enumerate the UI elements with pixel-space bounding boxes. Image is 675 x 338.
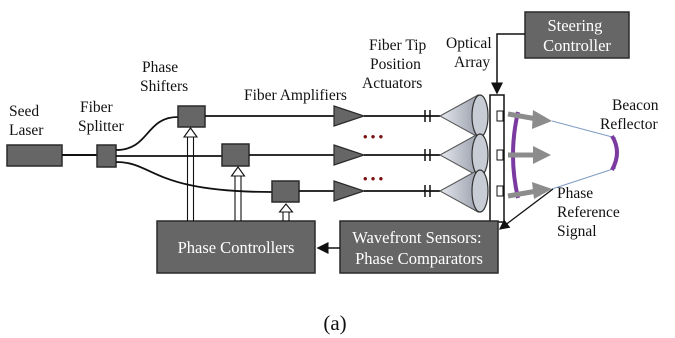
- beacon-reflector-label: Beacon Reflector: [600, 97, 662, 133]
- fiber-tip-actuator-2: [424, 149, 431, 161]
- phase-controllers-box: [156, 220, 316, 274]
- aperture-1: [496, 110, 504, 122]
- fiber-splitter-box: [96, 144, 117, 168]
- fiber-top: [115, 116, 179, 151]
- figure-caption: (a): [323, 311, 346, 335]
- seed-laser-label: Seed Laser: [9, 103, 44, 139]
- phase-shifters-label: Phase Shifters: [140, 59, 188, 95]
- beam-arrow-3: [507, 182, 552, 199]
- fiber-tip-actuator-1: [424, 110, 431, 122]
- aperture-2: [496, 149, 504, 161]
- phase-controllers-label: Phase Controllers: [178, 238, 295, 257]
- steering-controller-box: [524, 11, 630, 59]
- beacon-reflector: [610, 134, 619, 171]
- fiber-tip-actuators-label: Fiber Tip Position Actuators: [362, 37, 430, 92]
- fiber-splitter-label: Fiber Splitter: [78, 99, 124, 135]
- fiber-bottom: [115, 161, 273, 193]
- fiber-amplifier-2: [333, 144, 366, 166]
- lens-1: [471, 94, 489, 138]
- control-arrow-2: [230, 166, 246, 221]
- seed-laser-box: [6, 144, 63, 167]
- beam-arrow-2: [508, 146, 551, 164]
- phase-reference-signal-label: Phase Reference Signal: [557, 185, 624, 240]
- optical-array-label: Optical Array: [446, 35, 496, 71]
- reference-line-top: [551, 120, 617, 139]
- phase-shifter-3: [271, 180, 300, 203]
- lens-3: [471, 169, 489, 213]
- ellipsis-1: • • •: [363, 129, 384, 144]
- ellipsis-2: • • •: [363, 171, 384, 186]
- phase-shifter-2: [221, 143, 250, 167]
- fiber-tip-actuator-3: [424, 185, 431, 197]
- steering-controller-label: Steering Controller: [543, 16, 611, 55]
- beam-arrow-1: [507, 110, 552, 129]
- control-arrow-3: [278, 203, 294, 221]
- fiber-amplifiers-label: Fiber Amplifiers: [244, 87, 347, 104]
- wavefront-sensors-label: Wavefront Sensors: Phase Comparators: [352, 228, 485, 268]
- control-arrow-1: [182, 127, 199, 221]
- reference-to-sensor-arrow: [498, 188, 554, 230]
- steering-connector: [491, 33, 525, 95]
- fiber-amplifier-1: [333, 105, 366, 127]
- wavefront-sensors-box: [339, 220, 499, 274]
- fiber-amplifier-3: [333, 180, 366, 202]
- aperture-3: [496, 185, 504, 197]
- phase-shifter-1: [177, 105, 206, 128]
- reference-line-bottom: [551, 167, 617, 190]
